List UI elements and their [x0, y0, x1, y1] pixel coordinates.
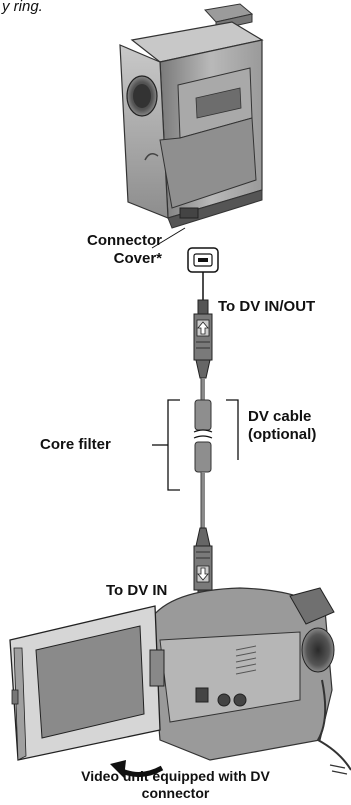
dv-port-icon — [188, 248, 218, 272]
arrow-down-icon — [197, 566, 209, 582]
dv-cable-label: DV cable (optional) — [248, 408, 316, 444]
camcorder-icon — [10, 588, 351, 778]
to-dv-in-label: To DV IN — [106, 582, 167, 600]
connector-cover-label: Connector Cover* — [62, 232, 162, 268]
arrow-up-icon — [197, 320, 209, 336]
core-filter-label: Core filter — [40, 436, 111, 454]
top-plug — [194, 300, 212, 378]
to-dv-in-out-label: To DV IN/OUT — [218, 298, 315, 316]
video-unit-caption: Video unit equipped with DV connector — [0, 768, 351, 802]
camcorder-icon — [120, 4, 262, 228]
